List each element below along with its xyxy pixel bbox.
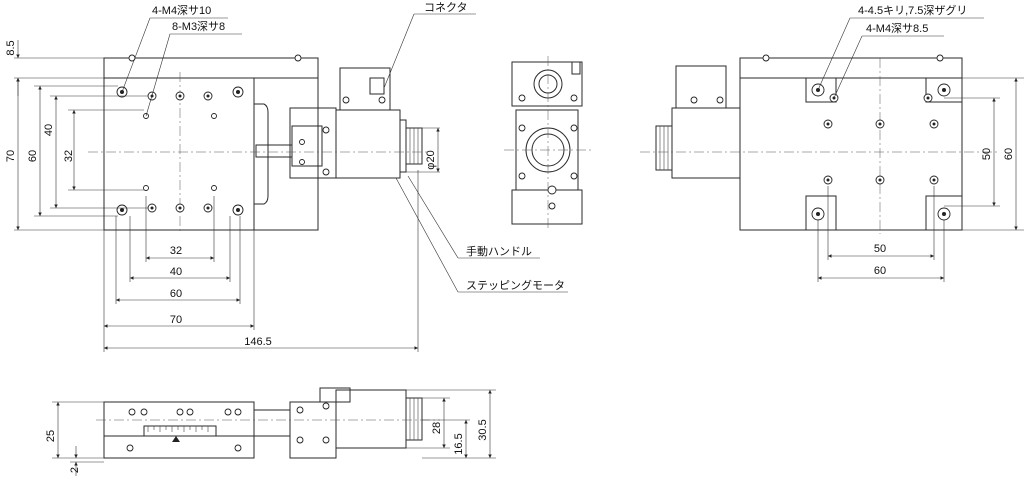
callout-stepping-motor: ステッピングモータ [466,278,565,292]
dim-40-v: 40 [43,124,55,136]
dim-28: 28 [431,422,443,434]
top-callouts: 4-M4深サ10 8-M3深サ8 コネクタ 手動ハンドル ステッピングモータ [121,1,568,293]
dim-60-h-bottom: 60 [874,265,886,277]
dim-70-v: 70 [5,150,17,162]
callout-m4-8-5: 4-M4深サ8.5 [866,22,928,35]
dim-phi20: φ20 [425,150,437,169]
top-dims-vertical: 8.5 70 60 40 32 [5,40,148,231]
dim-40-h: 40 [170,266,182,278]
dim-146-5: 146.5 [244,336,272,348]
scale-ticks [147,426,209,442]
callout-4-m4: 4-M4深サ10 [152,4,211,17]
dim-32-h: 32 [170,245,182,257]
callout-connector: コネクタ [424,1,468,14]
dim-25: 25 [45,430,57,442]
side-view: 25 2 28 16.5 30.5 [45,387,496,476]
callout-8-m3: 8-M3深サ8 [172,20,225,33]
top-dims-horizontal: 32 40 60 70 146.5 [103,170,419,352]
dim-16-5: 16.5 [453,433,465,454]
dim-2: 2 [69,467,81,473]
dim-60-v-bottom: 60 [1003,148,1015,160]
top-view: 32 40 60 70 146.5 8.5 70 [5,1,568,352]
dim-50-h: 50 [874,243,886,255]
callout-manual-handle: 手動ハンドル [466,244,532,258]
dim-70-h: 70 [170,314,182,326]
callout-counterbore: 4-4.5キリ,7.5深ザグリ [858,3,967,17]
dim-32-v: 32 [63,150,75,162]
dim-8-5: 8.5 [5,40,17,55]
dim-50-v: 50 [981,148,993,160]
dim-60-h: 60 [170,288,182,300]
dim-60-v: 60 [27,150,39,162]
dim-30-5: 30.5 [477,419,489,440]
end-view [504,56,592,230]
bottom-view: 4-4.5キリ,7.5深ザグリ 4-M4深サ8.5 50 60 50 60 [640,3,1024,282]
